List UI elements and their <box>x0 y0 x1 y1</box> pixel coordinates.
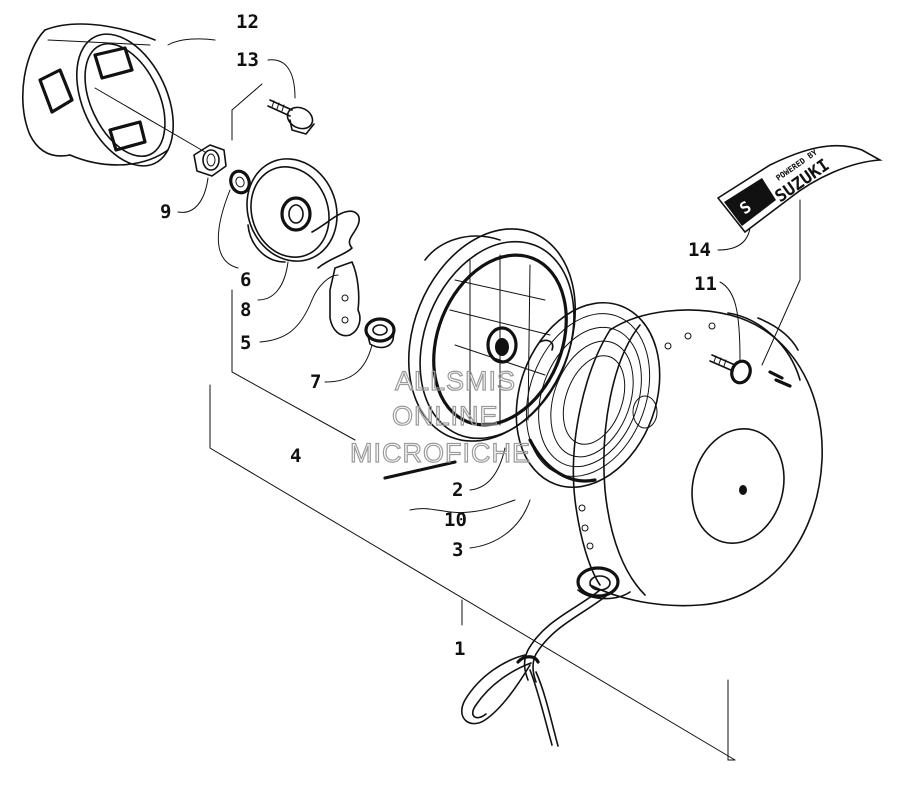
callout-14: 14 <box>688 239 711 261</box>
part-8-friction-plate <box>246 158 338 263</box>
part-14-decal: S POWERED BY SUZUKI <box>716 144 883 234</box>
callout-12: 12 <box>236 11 259 33</box>
callout-8: 8 <box>240 299 251 321</box>
callout-labels: 12 13 9 6 8 5 7 4 14 11 2 10 3 1 <box>160 11 717 660</box>
callout-5: 5 <box>240 332 251 354</box>
callout-13: 13 <box>236 49 259 71</box>
part-6-washer <box>229 169 251 195</box>
part-9-nut <box>193 144 227 177</box>
part-5-pawl <box>329 261 361 337</box>
part-2-recoil-pulley <box>407 228 577 442</box>
callout-2: 2 <box>452 479 463 501</box>
callout-3: 3 <box>452 539 463 561</box>
callout-1: 1 <box>454 638 465 660</box>
spring-clip <box>311 210 360 269</box>
part-12-starter-cup <box>22 23 175 167</box>
assembly-axis-line <box>94 87 206 153</box>
watermark: ALLSMIS ONLINE MICROFICHE <box>349 365 531 468</box>
watermark-line-1: ALLSMIS <box>395 366 516 396</box>
callout-4: 4 <box>290 445 301 467</box>
callout-6: 6 <box>240 269 251 291</box>
part-7-bushing <box>364 317 396 349</box>
leader-lines <box>167 38 801 761</box>
part-13-bolt <box>267 99 315 135</box>
watermark-line-3: MICROFICHE <box>350 438 531 468</box>
callout-11: 11 <box>694 273 717 295</box>
watermark-line-2: ONLINE <box>392 401 499 431</box>
callout-9: 9 <box>160 201 171 223</box>
callout-10: 10 <box>444 509 467 531</box>
part-10-rope-segment <box>383 460 457 480</box>
starter-rope-with-loop <box>461 589 607 747</box>
part-11-screw <box>709 354 752 385</box>
callout-7: 7 <box>310 371 321 393</box>
part-1-recoil-housing <box>572 309 823 607</box>
part-3-recoil-spring <box>515 301 661 489</box>
